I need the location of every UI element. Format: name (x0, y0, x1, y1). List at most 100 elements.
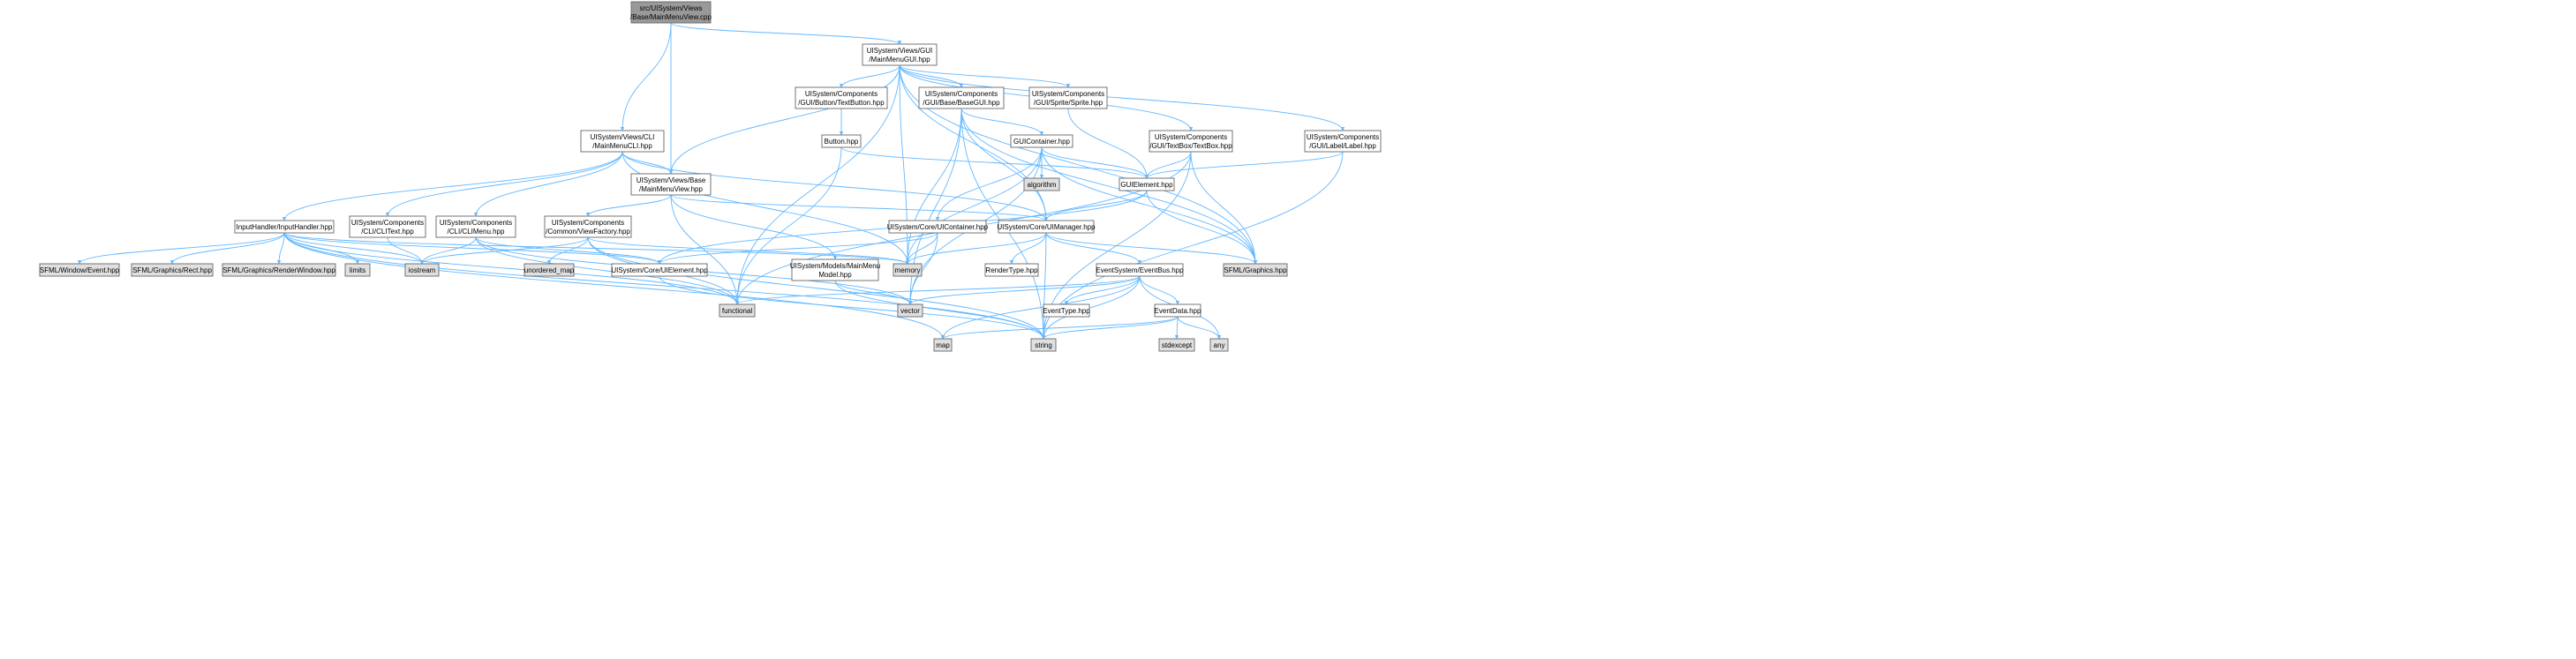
node-label: /Base/MainMenuView.cpp (630, 13, 712, 21)
node-inputhandler[interactable]: InputHandler/InputHandler.hpp (234, 220, 335, 234)
edge-viewfactory-to-iostream (419, 236, 589, 265)
node-box (719, 303, 756, 318)
node-vector: vector (897, 303, 923, 318)
edge-eventdata-to-any (1177, 316, 1222, 340)
edge-root-to-mmgui (670, 22, 902, 45)
edge-inputhandler-to-functional (283, 232, 740, 305)
node-label: EventType.hpp (1043, 307, 1090, 315)
node-mmview[interactable]: UISystem/Views/Base/MainMenuView.hpp (630, 173, 712, 196)
edge-viewfactory-to-memory (587, 236, 910, 265)
node-label: memory (895, 266, 921, 274)
node-climenu[interactable]: UISystem/Components/CLI/CLIMenu.hpp (435, 215, 516, 238)
node-eventbus[interactable]: EventSystem/EventBus.hpp (1096, 263, 1184, 277)
include-dependency-graph: src/UISystem/Views/Base/MainMenuView.cpp… (39, 1, 1382, 352)
node-label: /MainMenuCLI.hpp (592, 142, 652, 150)
node-limits: limits (344, 263, 371, 277)
node-label: UISystem/Components (440, 219, 512, 227)
edges (77, 22, 1345, 340)
node-label: UISystem/Views/Base (636, 176, 706, 184)
edge-inputhandler-to-sfrw (276, 232, 285, 265)
node-label[interactable]: UISystem/Components/GUI/Label/Label.hpp (1304, 130, 1382, 153)
node-label: UISystem/Views/CLI (591, 133, 655, 141)
node-viewfactory[interactable]: UISystem/Components/Common/ViewFactory.h… (544, 215, 632, 238)
node-mmgui[interactable]: UISystem/Views/GUI/MainMenuGUI.hpp (862, 43, 938, 66)
node-rendertype[interactable]: RenderType.hpp (984, 263, 1039, 277)
node-box (918, 86, 1005, 109)
node-label: UISystem/Components (1032, 90, 1104, 98)
node-label: UISystem/Components (552, 219, 624, 227)
node-label: UISystem/Components (1155, 133, 1227, 141)
edge-uielement-to-string (659, 275, 1046, 340)
node-guicontainer[interactable]: GUIContainer.hpp (1010, 134, 1073, 148)
node-label: UISystem/Components (1307, 133, 1379, 141)
node-label: /CLI/CLIText.hpp (361, 228, 414, 236)
node-label: SFML/Graphics/Rect.hpp (132, 266, 212, 274)
edge-basegui-to-sfgraphics (960, 108, 1258, 265)
node-textbutton[interactable]: UISystem/Components/GUI/Button/TextButto… (795, 86, 888, 109)
node-label: stdexcept (1162, 341, 1193, 349)
node-label: UISystem/Views/GUI (867, 47, 933, 55)
node-label: functional (722, 307, 752, 315)
node-box (1223, 263, 1288, 277)
node-box (1043, 303, 1090, 318)
node-sfgraphics: SFML/Graphics.hpp (1223, 263, 1288, 277)
edge-guicontainer-to-sfgraphics (1041, 146, 1258, 265)
node-box (1304, 130, 1382, 153)
node-label: RenderType.hpp (985, 266, 1038, 274)
node-any: any (1209, 338, 1229, 352)
edge-button-to-functional (734, 146, 842, 305)
node-label: vector (900, 307, 920, 315)
node-uielement[interactable]: UISystem/Core/UIElement.hpp (611, 263, 708, 277)
node-uicontainer[interactable]: UISystem/Core/UIContainer.hpp (887, 220, 989, 234)
edge-basegui-to-guicontainer (960, 108, 1044, 136)
node-label: /GUI/TextBox/TextBox.hpp (1149, 142, 1232, 150)
node-box (1209, 338, 1229, 352)
node-label: algorithm (1028, 181, 1057, 189)
edge-inputhandler-to-map (283, 232, 945, 340)
edge-eventbus-to-eventdata (1139, 275, 1180, 305)
node-box (893, 263, 923, 277)
node-label: SFML/Window/Event.hpp (40, 266, 120, 274)
edge-inputhandler-to-sfrect (169, 232, 285, 265)
node-basegui[interactable]: UISystem/Components/GUI/Base/BaseGUI.hpp (918, 86, 1005, 109)
node-sfrw: SFML/Graphics/RenderWindow.hpp (222, 263, 336, 277)
node-label: EventData.hpp (1155, 307, 1201, 315)
node-label: /Common/ViewFactory.hpp (546, 228, 630, 236)
node-box (39, 263, 120, 277)
node-guielement[interactable]: GUIElement.hpp (1119, 177, 1175, 191)
node-textbox[interactable]: UISystem/Components/GUI/TextBox/TextBox.… (1149, 130, 1233, 153)
node-label: /GUI/Button/TextButton.hpp (798, 99, 885, 107)
edge-mmgui-to-memory (899, 64, 910, 265)
node-box (523, 263, 575, 277)
node-mmcli[interactable]: UISystem/Views/CLI/MainMenuCLI.hpp (580, 130, 665, 153)
node-clitext[interactable]: UISystem/Components/CLI/CLIText.hpp (349, 215, 426, 238)
node-sfevent: SFML/Window/Event.hpp (39, 263, 120, 277)
edge-mmgui-to-mmview (668, 64, 900, 175)
edge-inputhandler-to-sfevent (77, 232, 285, 265)
node-box (1158, 338, 1195, 352)
node-label: UISystem/Components (805, 90, 877, 98)
edge-eventdata-to-stdexcept (1174, 316, 1179, 340)
node-label: limits (350, 266, 365, 274)
node-box (1154, 303, 1201, 318)
node-algorithm: algorithm (1023, 177, 1060, 191)
node-label: SFML/Graphics.hpp (1224, 266, 1287, 274)
node-box (1119, 177, 1175, 191)
node-box (998, 220, 1095, 234)
node-sprite[interactable]: UISystem/Components/GUI/Sprite/Sprite.hp… (1028, 86, 1108, 109)
node-uimanager[interactable]: UISystem/Core/UIManager.hpp (997, 220, 1096, 234)
node-label: /CLI/CLIMenu.hpp (448, 228, 505, 236)
edge-mmview-to-uimanager (670, 194, 1049, 221)
node-label: Button.hpp (825, 138, 859, 146)
node-eventdata[interactable]: EventData.hpp (1154, 303, 1201, 318)
node-button[interactable]: Button.hpp (821, 134, 862, 148)
node-eventtype[interactable]: EventType.hpp (1043, 303, 1090, 318)
edge-uimanager-to-rendertype (1009, 232, 1047, 265)
node-box (630, 173, 712, 196)
node-label: UISystem/Components (351, 219, 424, 227)
edge-viewfactory-to-unordered (546, 236, 589, 265)
node-label: map (936, 341, 950, 349)
edge-mmgui-to-uimanager (899, 64, 1049, 221)
node-label: src/UISystem/Views (640, 4, 703, 12)
